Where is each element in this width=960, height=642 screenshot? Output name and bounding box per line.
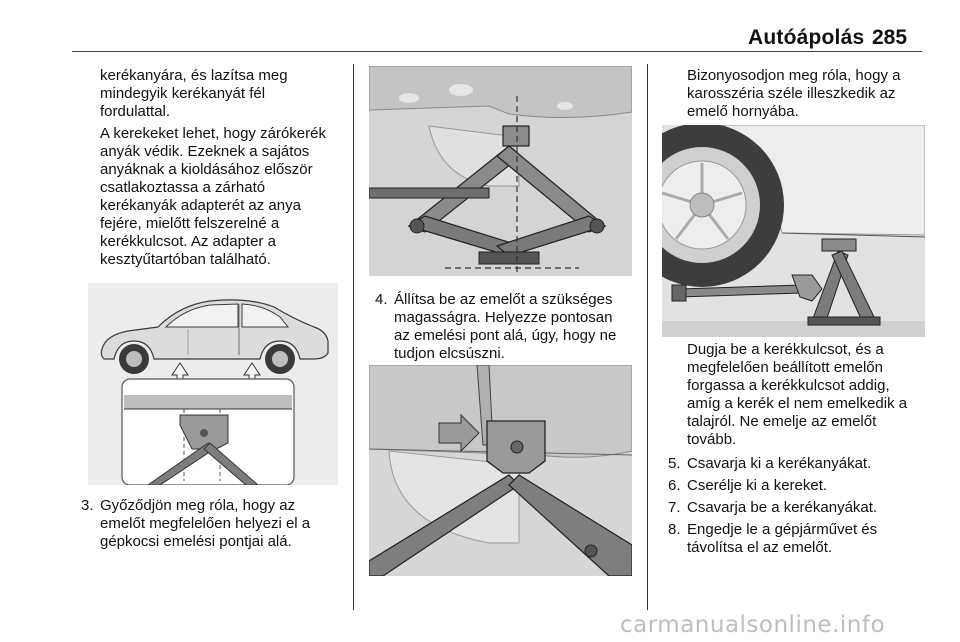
wheel-jack-wrench-svg (662, 125, 925, 337)
page-title: Autóápolás (748, 26, 865, 49)
text-line: mindegyik kerékanyát fél (100, 85, 266, 102)
text-line: Csavarja be a kerékanyákat. (687, 499, 878, 516)
car-lifting-points-svg (88, 283, 338, 485)
column-divider-right (647, 64, 648, 610)
step-number: 3. (81, 497, 94, 514)
jack-head-notch-svg (369, 365, 632, 576)
car-lifting-points-illustration (88, 283, 338, 485)
watermark: carmanualsonline.info (620, 612, 886, 638)
text-line: forgassa a kerékkulcsot addig, (687, 377, 890, 394)
jack-under-sill-svg (369, 66, 632, 276)
text-line: megfelelően beállított emelőn (687, 359, 883, 376)
text-line: távolítsa el az emelőt. (687, 539, 833, 556)
wheel-jack-wrench-illustration (662, 125, 925, 337)
text-line: csatlakoztassa a zárható (100, 179, 266, 196)
text-line: Csavarja ki a kerékanyákat. (687, 455, 872, 472)
text-line: emelőt megfelelően helyezi el a (100, 515, 311, 532)
text-line: amíg a kerék el nem emelkedik a (687, 395, 908, 412)
step-number: 4. (375, 291, 388, 308)
text-line: kesztyűtartóban található. (100, 251, 271, 268)
text-line: fejére, mielőtt felszerelné a (100, 215, 280, 232)
step-number: 6. (668, 477, 681, 494)
text-line: Dugja be a kerékkulcsot, és a (687, 341, 884, 358)
text-line: az emelési pont alá, úgy, hogy ne (394, 327, 617, 344)
text-line: Cserélje ki a kereket. (687, 477, 828, 494)
text-line: anyák védik. Ezeknek a sajátos (100, 143, 310, 160)
text-line: fordulattal. (100, 103, 171, 120)
text-line: kerékanyák adapterét az anya (100, 197, 301, 214)
text-line: tudjon elcsúszni. (394, 345, 505, 362)
text-line: karosszéria széle illeszkedik az (687, 85, 896, 102)
text-line: talajról. Ne emelje az emelőt (687, 413, 877, 430)
column-divider-left (353, 64, 354, 610)
text-line: Győződjön meg róla, hogy az (100, 497, 296, 514)
text-line: emelő hornyába. (687, 103, 799, 120)
text-line: Bizonyosodjon meg róla, hogy a (687, 67, 901, 84)
text-line: anyáknak a kioldásához először (100, 161, 313, 178)
step-number: 5. (668, 455, 681, 472)
step-number: 8. (668, 521, 681, 538)
text-line: kerékkulcsot. Az adapter a (100, 233, 276, 250)
text-line: tovább. (687, 431, 737, 448)
jack-under-sill-illustration (369, 66, 632, 276)
text-line: Engedje le a gépjárművet és (687, 521, 878, 538)
text-line: A kerekeket lehet, hogy zárókerék (100, 125, 326, 142)
header-rule (72, 51, 922, 52)
text-line: kerékanyára, és lazítsa meg (100, 67, 288, 84)
text-line: magasságra. Helyezze pontosan (394, 309, 613, 326)
step-number: 7. (668, 499, 681, 516)
text-line: Állítsa be az emelőt a szükséges (394, 291, 613, 308)
text-line: gépkocsi emelési pontjai alá. (100, 533, 292, 550)
jack-head-notch-illustration (369, 365, 632, 576)
page-number: 285 (872, 26, 908, 49)
